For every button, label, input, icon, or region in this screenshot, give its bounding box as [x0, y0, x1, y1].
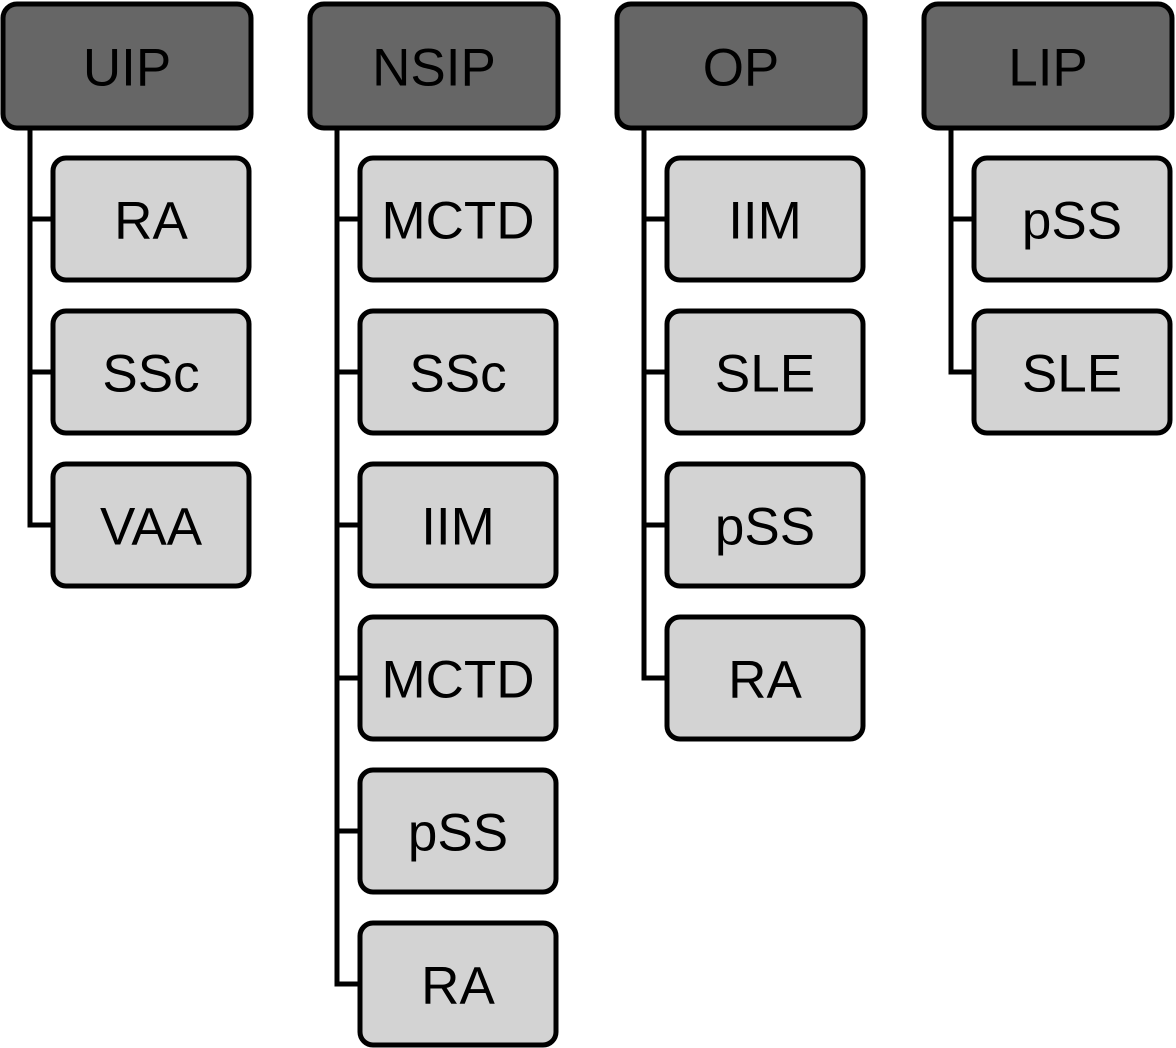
item-uip-0-label: RA [114, 192, 188, 251]
item-uip-0: RA [50, 155, 252, 283]
item-nsip-4-box [357, 767, 559, 895]
item-op-1-box [664, 308, 866, 436]
item-nsip-5-box [357, 920, 559, 1048]
connector-nsip [334, 125, 363, 987]
item-nsip-0-box [357, 155, 559, 283]
header-nsip: NSIP [307, 1, 561, 131]
item-nsip-5: RA [357, 920, 559, 1048]
item-uip-2-box [50, 461, 252, 589]
header-uip-box [0, 1, 254, 131]
header-op: OP [614, 1, 868, 131]
item-op-2-box [664, 461, 866, 589]
item-nsip-1: SSc [357, 308, 559, 436]
header-uip: UIP [0, 1, 254, 131]
item-uip-2: VAA [50, 461, 252, 589]
item-lip-1-label: SLE [1022, 345, 1122, 404]
header-nsip-label: NSIP [372, 39, 496, 98]
item-uip-1-label: SSc [102, 345, 199, 404]
item-op-1: SLE [664, 308, 866, 436]
item-nsip-1-box [357, 308, 559, 436]
item-nsip-4: pSS [357, 767, 559, 895]
item-nsip-4-label: pSS [408, 804, 508, 863]
item-nsip-2-label: IIM [421, 498, 495, 557]
item-op-3-box [664, 614, 866, 742]
item-op-3-label: RA [728, 651, 802, 710]
item-lip-0-box [971, 155, 1173, 283]
item-nsip-0-label: MCTD [381, 192, 534, 251]
item-uip-0-box [50, 155, 252, 283]
item-nsip-3-label: MCTD [381, 651, 534, 710]
item-nsip-2: IIM [357, 461, 559, 589]
item-lip-0: pSS [971, 155, 1173, 283]
item-op-0-box [664, 155, 866, 283]
header-lip-label: LIP [1008, 39, 1088, 98]
column-items: RASScVAAMCTDSScIIMMCTDpSSRAIIMSLEpSSRApS… [50, 155, 1173, 1048]
item-uip-1: SSc [50, 308, 252, 436]
column-headers: UIP NSIP OP LIP [0, 1, 1175, 131]
item-nsip-0: MCTD [357, 155, 559, 283]
item-op-1-label: SLE [715, 345, 815, 404]
item-lip-1-box [971, 308, 1173, 436]
item-nsip-1-label: SSc [409, 345, 506, 404]
item-nsip-5-label: RA [421, 957, 495, 1016]
item-op-0-label: IIM [728, 192, 802, 251]
item-op-2-label: pSS [715, 498, 815, 557]
connector-uip [27, 125, 56, 528]
item-nsip-3-box [357, 614, 559, 742]
connector-op [641, 125, 670, 681]
header-nsip-box [307, 1, 561, 131]
item-op-2: pSS [664, 461, 866, 589]
header-op-label: OP [703, 39, 780, 98]
item-lip-1: SLE [971, 308, 1173, 436]
header-op-box [614, 1, 868, 131]
item-nsip-3: MCTD [357, 614, 559, 742]
item-uip-1-box [50, 308, 252, 436]
header-lip: LIP [921, 1, 1175, 131]
item-op-3: RA [664, 614, 866, 742]
item-uip-2-label: VAA [100, 498, 203, 557]
connector-lines [27, 125, 977, 987]
header-uip-label: UIP [83, 39, 171, 98]
item-op-0: IIM [664, 155, 866, 283]
connector-lip [948, 125, 977, 375]
item-nsip-2-box [357, 461, 559, 589]
header-lip-box [921, 1, 1175, 131]
item-lip-0-label: pSS [1022, 192, 1122, 251]
